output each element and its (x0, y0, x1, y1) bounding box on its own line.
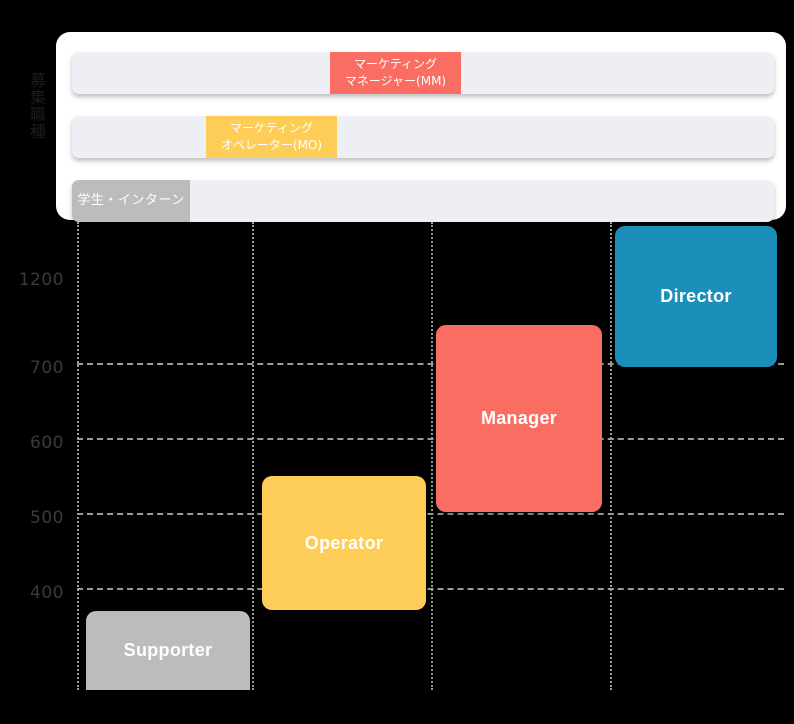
y-tick-label-400: 400 (30, 583, 64, 603)
job-band-label-line1: 学生・インターン (77, 192, 185, 208)
gridline-horizontal-400 (77, 588, 784, 590)
job-bands-card: マーケティング マネージャー(MM) マーケティング オペレーター(MO) 学生… (56, 32, 786, 222)
job-band-label-line2: マネージャー(MM) (344, 74, 447, 88)
role-box-label: Director (660, 286, 732, 306)
gridline-horizontal-600 (77, 438, 784, 440)
job-band-row-operator[interactable]: マーケティング オペレーター(MO) (72, 116, 774, 158)
gridline-vertical-4 (610, 222, 612, 690)
y-tick-label-500: 500 (30, 508, 64, 528)
job-band-label-line1: マーケティング (229, 120, 314, 135)
gridline-vertical-3 (431, 222, 433, 690)
role-box-operator[interactable]: Operator (262, 476, 426, 610)
job-band-segment-student-intern[interactable]: 学生・インターン (72, 180, 190, 222)
role-box-label: Supporter (123, 640, 213, 660)
job-band-label-line1: マーケティング (353, 56, 438, 71)
gridline-vertical-1 (77, 222, 79, 690)
y-tick-label-1200: 1200 (18, 270, 64, 290)
y-axis-caption: 募集職種 (27, 72, 46, 140)
role-box-label: Operator (304, 532, 384, 553)
y-tick-label-700: 700 (30, 358, 64, 378)
job-band-label-line2: オペレーター(MO) (220, 138, 323, 152)
gridline-horizontal-500 (77, 513, 784, 515)
role-box-label: Manager (480, 408, 558, 428)
plot-area: 1200 700 600 500 400 Director Manager Op… (0, 222, 794, 724)
job-band-row-intern[interactable]: 学生・インターン (72, 180, 774, 222)
job-band-segment-marketing-operator[interactable]: マーケティング オペレーター(MO) (206, 116, 337, 158)
job-band-segment-marketing-manager[interactable]: マーケティング マネージャー(MM) (330, 52, 461, 94)
role-box-manager[interactable]: Manager (436, 325, 602, 512)
role-box-director[interactable]: Director (615, 226, 777, 367)
role-box-supporter[interactable]: Supporter (86, 611, 250, 690)
gridline-vertical-2 (252, 222, 254, 690)
job-band-row-manager[interactable]: マーケティング マネージャー(MM) (72, 52, 774, 94)
y-tick-label-600: 600 (30, 433, 64, 453)
gridline-horizontal-700 (77, 363, 784, 365)
